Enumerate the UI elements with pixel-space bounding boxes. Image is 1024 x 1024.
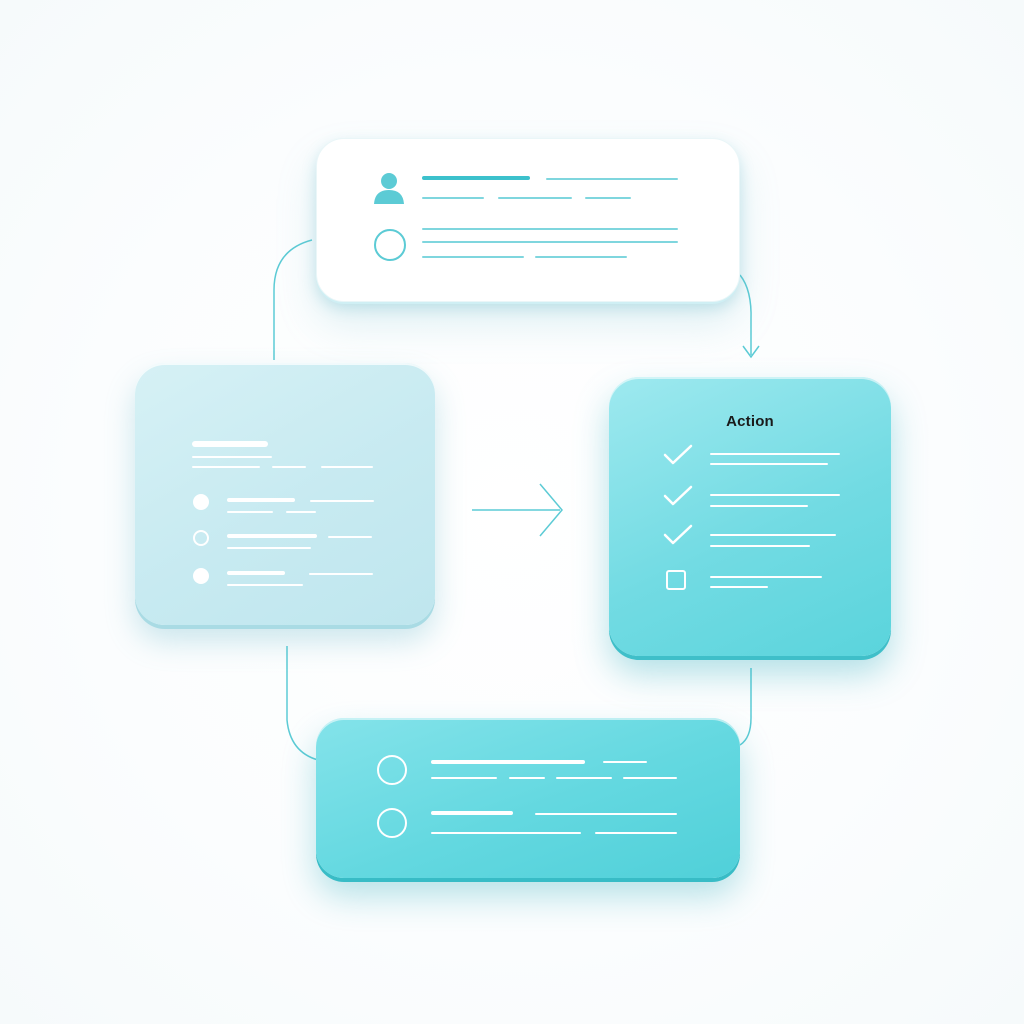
list-heading-line <box>192 441 268 447</box>
option-line <box>535 813 677 815</box>
list-text-line <box>192 456 272 458</box>
option-line <box>431 832 581 834</box>
check-icon[interactable] <box>662 523 694 547</box>
profile-text-line <box>535 256 627 258</box>
radio-circle-icon[interactable] <box>193 530 209 546</box>
connector-top-to-right <box>739 274 752 355</box>
empty-checkbox-icon[interactable] <box>666 570 686 590</box>
profile-name-line <box>422 176 530 180</box>
option-line <box>556 777 612 779</box>
radio-circle-icon[interactable] <box>193 494 209 510</box>
list-item-line <box>227 571 285 575</box>
profile-text-line <box>585 197 631 199</box>
options-card[interactable] <box>316 718 740 878</box>
action-item-line <box>710 463 828 465</box>
list-text-line <box>192 466 260 468</box>
action-item-line <box>710 586 768 588</box>
option-line <box>431 777 497 779</box>
profile-text-line <box>422 228 678 230</box>
action-item-line <box>710 534 836 536</box>
arrowhead-top-to-right <box>742 345 760 359</box>
option-line <box>623 777 677 779</box>
list-item-line <box>310 500 374 502</box>
user-avatar-icon <box>374 173 404 204</box>
list-item-line <box>227 498 295 502</box>
action-card[interactable] <box>609 377 891 656</box>
list-item-line <box>227 511 273 513</box>
action-card-title: Action <box>726 413 774 430</box>
connector-bottom-to-left <box>286 646 319 761</box>
profile-text-line <box>498 197 572 199</box>
radio-circle-icon[interactable] <box>374 229 406 261</box>
action-item-line <box>710 545 810 547</box>
list-text-line <box>272 466 306 468</box>
list-item-line <box>328 536 372 538</box>
radio-circle-icon[interactable] <box>377 755 407 785</box>
radio-circle-icon[interactable] <box>377 808 407 838</box>
option-line <box>595 832 677 834</box>
profile-text-line <box>422 197 484 199</box>
option-line <box>431 811 513 815</box>
action-item-line <box>710 505 808 507</box>
list-card[interactable] <box>135 363 435 625</box>
connector-right-to-bottom <box>739 668 752 746</box>
list-item-line <box>227 547 311 549</box>
check-icon[interactable] <box>662 443 694 467</box>
option-line <box>509 777 545 779</box>
list-item-line <box>227 534 317 538</box>
check-icon[interactable] <box>662 484 694 508</box>
action-item-line <box>710 494 840 496</box>
connector-left-to-top <box>273 239 313 360</box>
profile-card[interactable] <box>316 138 740 302</box>
option-line <box>603 761 647 763</box>
list-item-line <box>309 573 373 575</box>
action-item-line <box>710 576 822 578</box>
arrow-right-icon <box>539 483 563 537</box>
list-item-line <box>227 584 303 586</box>
option-line <box>431 760 585 764</box>
profile-text-line <box>546 178 678 180</box>
action-item-line <box>710 453 840 455</box>
radio-circle-icon[interactable] <box>193 568 209 584</box>
profile-text-line <box>422 256 524 258</box>
list-item-line <box>286 511 316 513</box>
profile-text-line <box>422 241 678 243</box>
list-text-line <box>321 466 373 468</box>
